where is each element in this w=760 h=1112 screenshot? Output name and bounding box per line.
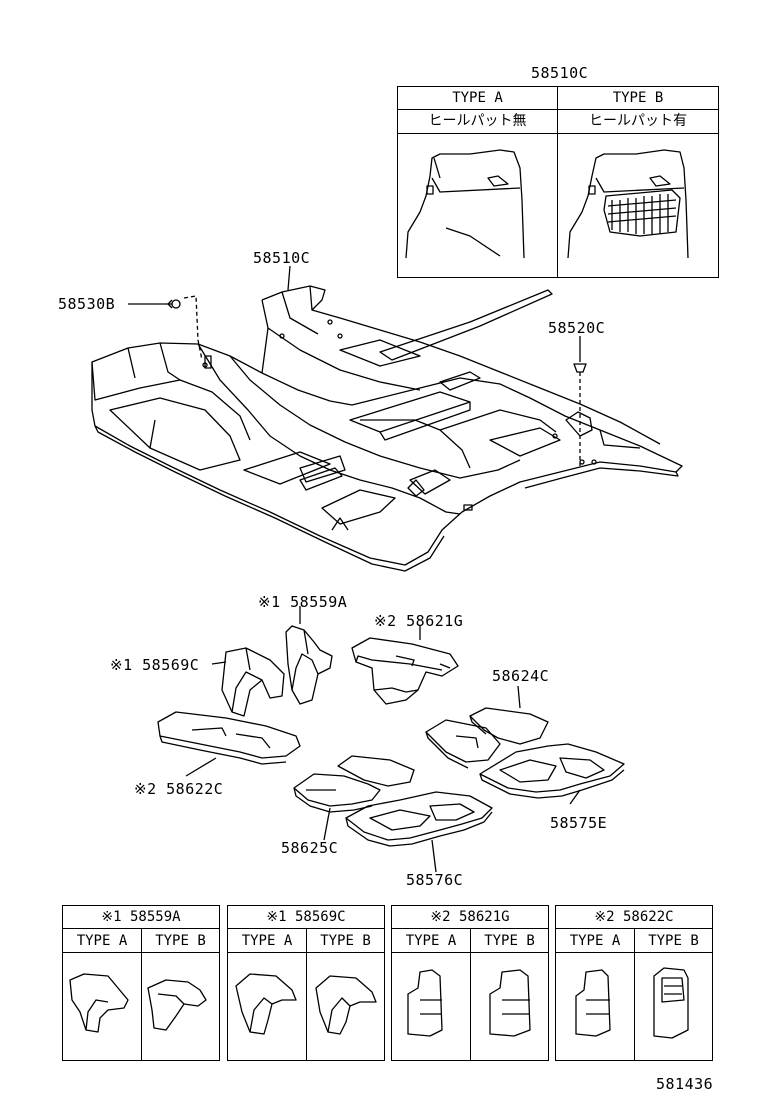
top-table-type-a: TYPE A: [452, 90, 503, 106]
part-58576c-drawing: [345, 791, 493, 873]
diagram-id: 581436: [656, 1075, 714, 1093]
top-type-table: TYPE A TYPE B ヒールパット無 ヒールパット有: [397, 86, 719, 278]
top-table-desc-a: ヒールパット無: [428, 113, 527, 129]
callout-58569c: ※1 58569C: [110, 656, 200, 674]
callout-58510c: 58510C: [253, 249, 311, 267]
callout-58621g: ※2 58621G: [374, 612, 464, 630]
top-table-desc-b: ヒールパット有: [589, 113, 687, 129]
bottom-table-part: ※1 58559A: [101, 909, 181, 925]
part-58569c-drawing: [211, 647, 285, 717]
callout-58622c: ※2 58622C: [134, 780, 224, 798]
part-58559a-drawing: [285, 606, 333, 705]
callout-58625c: 58625C: [281, 839, 339, 857]
callout-58576c: 58576C: [406, 871, 464, 889]
bottom-table-type-b: TYPE B: [648, 933, 699, 949]
bottom-table-type-b: TYPE B: [484, 933, 535, 949]
part-58575e-drawing: [479, 743, 625, 805]
bottom-table-58559a: ※1 58559A TYPE A TYPE B: [62, 905, 220, 1061]
part-58621g-drawing: [351, 626, 459, 705]
clip-58520c-drawing: [573, 336, 587, 466]
bottom-table-type-a: TYPE A: [241, 933, 293, 949]
bottom-table-58621g: ※2 58621G TYPE A TYPE B: [391, 905, 549, 1061]
bottom-table-type-b: TYPE B: [320, 933, 371, 949]
leader-58510c: [287, 265, 291, 291]
bottom-table-part: ※1 58569C: [266, 909, 346, 925]
bottom-table-type-a: TYPE A: [405, 933, 457, 949]
callout-58575e: 58575E: [550, 814, 608, 832]
callout-58624c: 58624C: [492, 667, 550, 685]
bottom-table-type-b: TYPE B: [155, 933, 206, 949]
bottom-table-type-a: TYPE A: [76, 933, 128, 949]
part-58625c-drawing: [293, 755, 415, 841]
top-table-type-b: TYPE B: [612, 90, 664, 106]
callout-58520c: 58520C: [548, 319, 606, 337]
bottom-table-type-a: TYPE A: [569, 933, 621, 949]
callout-58559a: ※1 58559A: [258, 593, 348, 611]
top-table-part-number: 58510C: [531, 64, 589, 82]
bottom-table-58622c: ※2 58622C TYPE A TYPE B: [555, 905, 713, 1061]
part-58624c-drawing: [425, 685, 549, 769]
callout-58530b: 58530B: [58, 295, 116, 313]
bottom-table-58569c: ※1 58569C TYPE A TYPE B: [227, 905, 385, 1061]
bottom-table-part: ※2 58621G: [430, 909, 510, 925]
clip-58530b-drawing: [128, 295, 203, 361]
bottom-table-part: ※2 58622C: [594, 909, 674, 925]
part-58622c-drawing: [157, 711, 301, 777]
